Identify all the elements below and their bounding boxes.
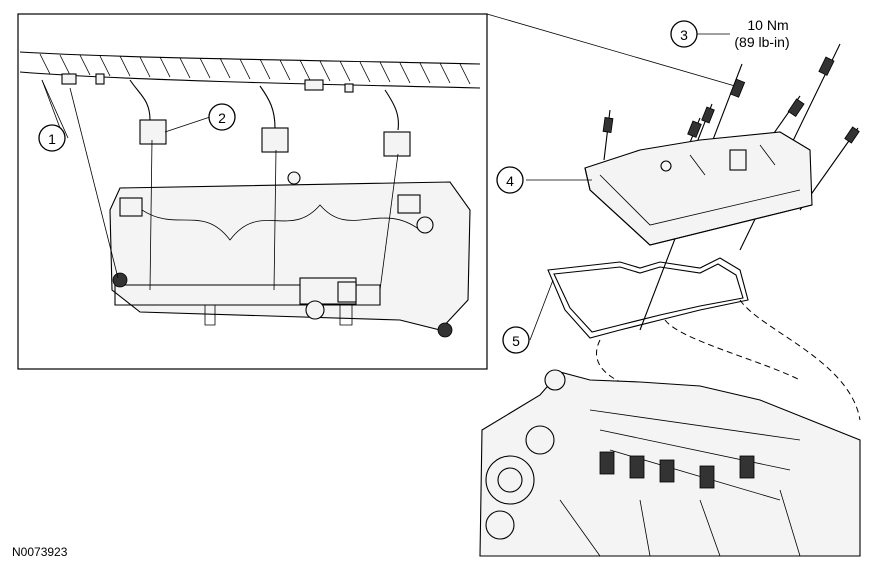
inset-leader-line: [486, 13, 736, 87]
callout-2: 2: [208, 103, 236, 131]
torque-spec-metric: 10 Nm: [747, 17, 788, 33]
callout-5: 5: [502, 326, 530, 354]
callout-3: 3: [670, 20, 698, 48]
inset-valve-cover: [109, 171, 471, 338]
callout-4-label: 4: [506, 173, 514, 189]
callout-1: 1: [38, 124, 66, 152]
callout-1-label: 1: [48, 131, 56, 147]
figure-reference-code: N0073923: [12, 545, 68, 559]
callout-3-label: 3: [680, 27, 688, 43]
callout-2-label: 2: [218, 110, 226, 126]
torque-spec-imperial: (89 lb-in): [734, 34, 789, 50]
wiring-harness: [19, 51, 481, 131]
ignition-coil-connectors: [139, 119, 411, 157]
callout-5-label: 5: [512, 333, 520, 349]
engine-assembly: [479, 369, 861, 557]
callout-4: 4: [496, 166, 524, 194]
valve-cover: [584, 131, 813, 246]
valve-cover-gasket: [547, 257, 749, 339]
